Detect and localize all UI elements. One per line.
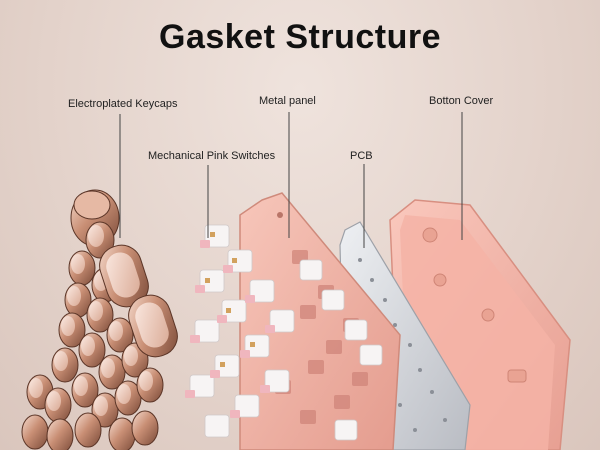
metal-panel-layer [239,192,401,450]
label-electroplated-keycaps: Electroplated Keycaps [68,98,178,110]
label-mechanical-pink-switches: Mechanical Pink Switches [148,150,276,162]
label-metal-panel: Metal panel [259,95,316,107]
label-pcb: PCB [350,150,373,162]
diagram-title: Gasket Structure [159,18,441,56]
label-bottom-cover: Botton Cover [429,95,494,107]
callout-leader-lines [119,112,463,248]
keycaps-layer [21,189,178,450]
switches-layer [185,224,383,441]
